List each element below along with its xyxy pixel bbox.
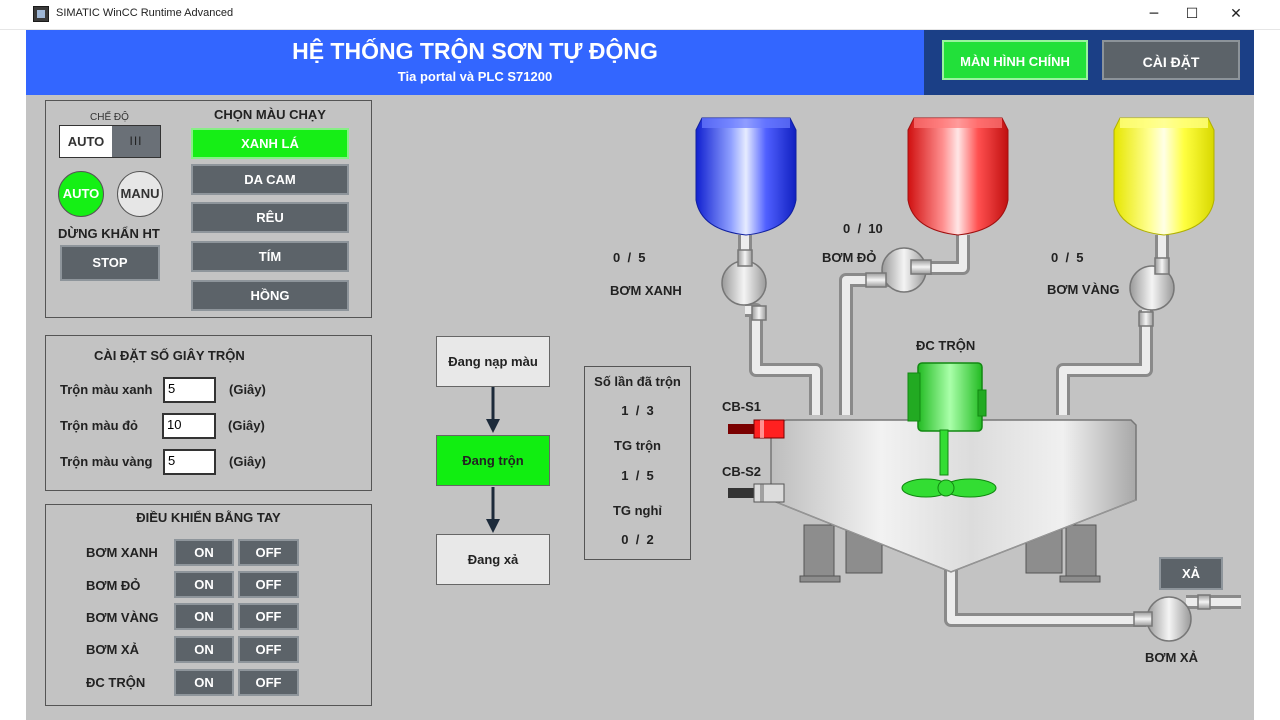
color-da-cam-button[interactable]: DA CAM <box>191 164 349 195</box>
switch-auto-text: AUTO <box>67 134 105 149</box>
pump-yellow-off-button[interactable]: OFF <box>238 603 299 630</box>
tank-red-icon <box>907 117 1009 236</box>
settings-button[interactable]: CÀI ĐẶT <box>1102 40 1240 80</box>
color-tim-button[interactable]: TÍM <box>191 241 349 272</box>
mix-count-label: Số lần đã trộn <box>594 374 681 389</box>
rest-time-value: 0 / 2 <box>621 532 654 547</box>
mix-yellow-input[interactable]: 5 <box>163 449 216 475</box>
color-xanh-la-button[interactable]: XANH LÁ <box>191 128 349 159</box>
step-filling: Đang nạp màu <box>436 336 550 387</box>
pump-drain-on-button[interactable]: ON <box>174 636 234 663</box>
pump-blue-on-button[interactable]: ON <box>174 539 234 566</box>
sensor1-label: CB-S1 <box>722 399 762 414</box>
pump-red-off-button[interactable]: OFF <box>238 571 299 598</box>
manual-row-label: ĐC TRỘN <box>86 675 146 690</box>
mix-time-panel <box>45 335 372 491</box>
pump-blue-icon <box>721 249 767 321</box>
pump-red-label: BƠM ĐỎ <box>822 250 877 265</box>
mixer-off-button[interactable]: OFF <box>238 669 299 696</box>
plant-diagram <box>695 117 1241 642</box>
color-select-title: CHỌN MÀU CHẠY <box>214 107 326 122</box>
color-hong-button[interactable]: HỒNG <box>191 280 349 311</box>
app-icon <box>33 6 49 22</box>
manu-lamp: MANU <box>117 171 163 217</box>
manual-row-label: BƠM XẢ <box>86 642 139 657</box>
auto-manual-switch[interactable]: AUTO III <box>59 125 161 158</box>
main-screen-button[interactable]: MÀN HÌNH CHÍNH <box>942 40 1088 80</box>
mix-count-value: 1 / 3 <box>621 403 654 418</box>
switch-handle[interactable]: III <box>112 126 160 157</box>
pump-blue-label: BƠM XANH <box>610 283 682 298</box>
window-titlebar: SIMATIC WinCC Runtime Advanced ─ ☐ ✕ <box>0 0 1280 30</box>
rest-time-label: TG nghỉ <box>612 503 663 518</box>
sensor-cb-s2-icon <box>728 483 785 503</box>
mixer-motor-icon <box>901 362 997 498</box>
status-panel <box>584 366 691 560</box>
mix-yellow-label: Trộn màu vàng <box>60 454 153 469</box>
mix-blue-unit: (Giây) <box>229 382 266 397</box>
drain-button[interactable]: XẢ <box>1159 557 1223 590</box>
mix-time-title: CÀI ĐẶT SỐ GIÂY TRỘN <box>94 348 245 363</box>
page-subtitle: Tia portal và PLC S71200 <box>397 69 553 84</box>
mix-yellow-unit: (Giây) <box>229 454 266 469</box>
mix-blue-label: Trộn màu xanh <box>60 382 153 397</box>
pump-drain-icon <box>1133 594 1211 642</box>
mixer-on-button[interactable]: ON <box>174 669 234 696</box>
mix-red-input[interactable]: 10 <box>162 413 216 439</box>
pump-blue-off-button[interactable]: OFF <box>238 539 299 566</box>
mixing-tank-icon <box>770 419 1137 573</box>
sensor-cb-s1-icon <box>728 419 785 439</box>
drain-pump-label: BƠM XẢ <box>1145 650 1198 665</box>
step-mixing-active: Đang trộn <box>436 435 550 486</box>
pump-red-counter: 0 / 10 <box>843 221 883 236</box>
manual-control-title: ĐIỀU KHIỂN BẰNG TAY <box>136 510 281 525</box>
pump-yellow-on-button[interactable]: ON <box>174 603 234 630</box>
mix-time-label: TG trộn <box>614 438 661 453</box>
pump-red-on-button[interactable]: ON <box>174 571 234 598</box>
stop-button[interactable]: STOP <box>60 245 160 281</box>
sensor2-label: CB-S2 <box>722 464 762 479</box>
tank-blue-icon <box>695 117 797 236</box>
close-icon[interactable]: ✕ <box>1230 6 1242 22</box>
window-title: SIMATIC WinCC Runtime Advanced <box>56 7 234 19</box>
header-banner: HỆ THỐNG TRỘN SƠN TỰ ĐỘNG Tia portal và … <box>26 30 924 95</box>
mode-label: CHẾ ĐỘ <box>90 112 129 123</box>
pump-yellow-label: BƠM VÀNG <box>1047 282 1120 297</box>
pump-red-icon <box>865 247 932 293</box>
pump-yellow-icon <box>1129 257 1175 327</box>
color-reu-button[interactable]: RÊU <box>191 202 349 233</box>
mixer-motor-label: ĐC TRỘN <box>916 338 976 353</box>
step-draining: Đang xả <box>436 534 550 585</box>
tank-yellow-icon <box>1113 117 1215 236</box>
pump-blue-counter: 0 / 5 <box>613 250 646 265</box>
manual-control-panel <box>45 504 372 706</box>
estop-label: DỪNG KHẨN HT <box>58 226 160 241</box>
pump-drain-off-button[interactable]: OFF <box>238 636 299 663</box>
minimize-icon[interactable]: ─ <box>1149 6 1159 22</box>
manual-row-label: BƠM ĐỎ <box>86 578 141 593</box>
auto-lamp: AUTO <box>58 171 104 217</box>
hmi-screen: HỆ THỐNG TRỘN SƠN TỰ ĐỘNG Tia portal và … <box>26 30 1254 720</box>
manual-row-label: BƠM XANH <box>86 545 158 560</box>
maximize-icon[interactable]: ☐ <box>1185 6 1199 22</box>
mode-panel <box>45 100 372 318</box>
manual-row-label: BƠM VÀNG <box>86 610 159 625</box>
mix-red-unit: (Giây) <box>228 418 265 433</box>
mix-red-label: Trộn màu đỏ <box>60 418 138 433</box>
mix-blue-input[interactable]: 5 <box>163 377 216 403</box>
mix-time-value: 1 / 5 <box>621 468 654 483</box>
pump-yellow-counter: 0 / 5 <box>1051 250 1084 265</box>
flow-arrows <box>486 387 500 533</box>
page-title: HỆ THỐNG TRỘN SƠN TỰ ĐỘNG <box>292 38 658 64</box>
